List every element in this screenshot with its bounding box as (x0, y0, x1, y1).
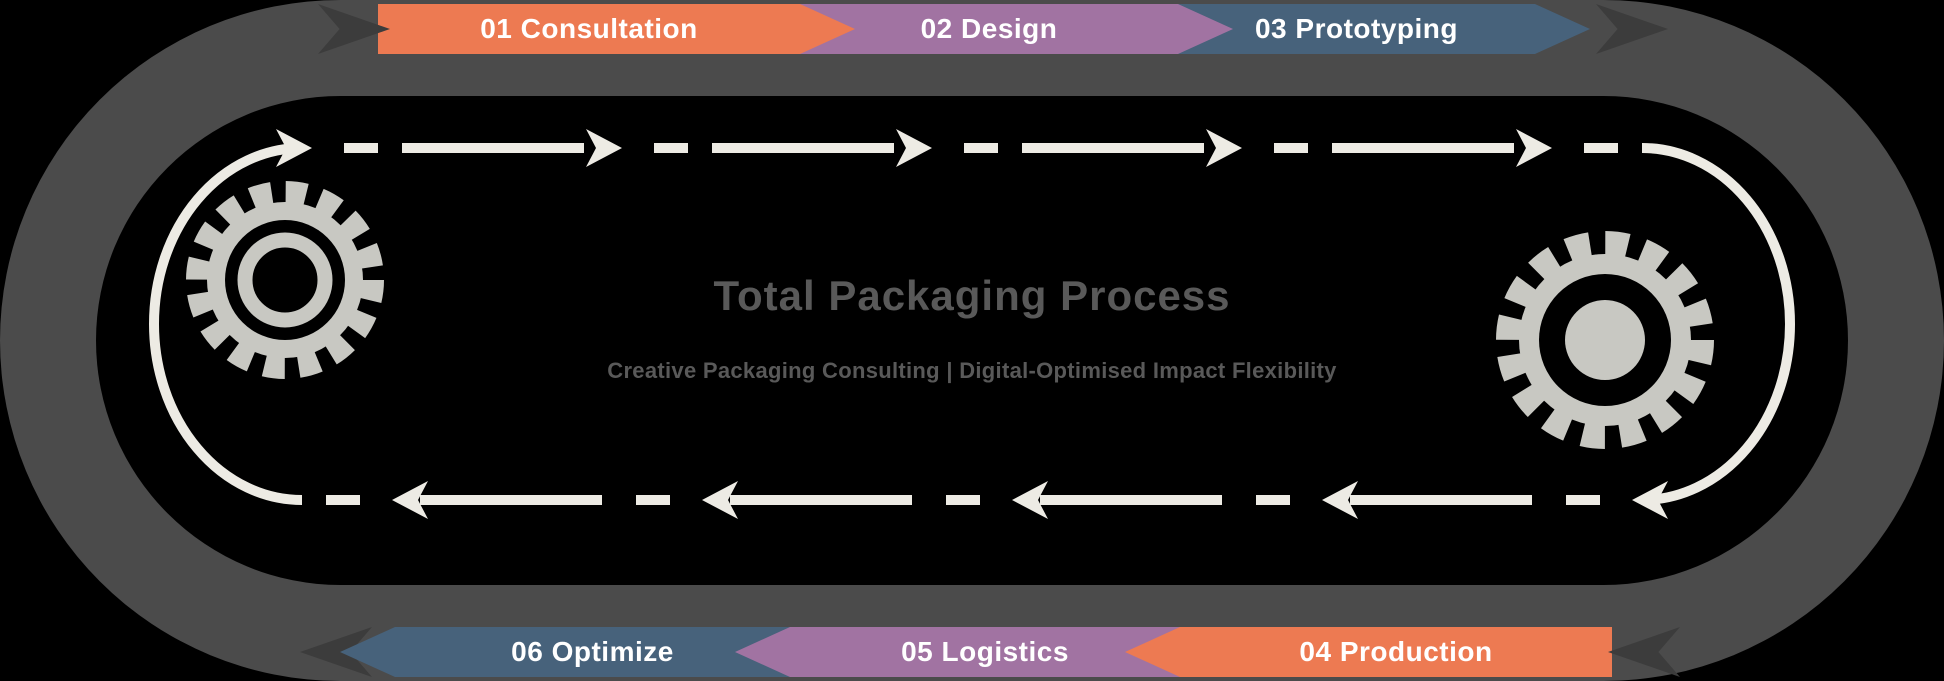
arrow-shaft (1350, 495, 1532, 505)
step-banner-logistics: 05 Logistics (735, 627, 1180, 677)
belt-dash (344, 143, 378, 153)
arrow-left-icon (1012, 481, 1048, 519)
belt-arrows-bottom (326, 481, 1668, 519)
arrow-shaft (1022, 143, 1204, 153)
step-banner-consultation: 01 Consultation (378, 4, 855, 54)
arrow-shaft (712, 143, 894, 153)
arrow-left-icon (1632, 481, 1668, 519)
arrow-shaft (402, 143, 584, 153)
step-label: 02 Design (920, 13, 1058, 44)
arrow-right-icon (586, 129, 622, 167)
arrow-left-icon (702, 481, 738, 519)
arrow-shaft (1332, 143, 1514, 153)
arrow-left-icon (1322, 481, 1358, 519)
belt-dash (964, 143, 998, 153)
gear-hub (1565, 300, 1645, 380)
arrow-right-icon (896, 129, 932, 167)
arrow-right-icon (1206, 129, 1242, 167)
belt-dash (636, 495, 670, 505)
arrow-shaft (420, 495, 602, 505)
gear-teeth (1496, 231, 1714, 449)
step-label: 01 Consultation (480, 13, 698, 44)
arrow-shaft (730, 495, 912, 505)
gear-teeth (186, 181, 384, 379)
belt-dash (654, 143, 688, 153)
belt-dash (1256, 495, 1290, 505)
step-banner-optimize: 06 Optimize (340, 627, 790, 677)
step-banner-design: 02 Design (800, 4, 1233, 54)
belt-dash (1566, 495, 1600, 505)
belt-dash (326, 495, 360, 505)
arrow-left-icon (392, 481, 428, 519)
gear-hub (237, 232, 333, 328)
arrow-right-icon (276, 129, 312, 167)
gear-icon (1496, 231, 1714, 449)
arrow-right-icon (1516, 129, 1552, 167)
belt-oval-arcs (149, 143, 1795, 505)
step-banner-prototyping: 03 Prototyping (1178, 4, 1590, 54)
belt-arc-left (149, 143, 303, 505)
gear-icon (186, 181, 384, 379)
step-label: 04 Production (1299, 636, 1493, 667)
belt-dash (1584, 143, 1618, 153)
arrow-shaft (1040, 495, 1222, 505)
belt-dash (1274, 143, 1308, 153)
step-label: 03 Prototyping (1254, 13, 1458, 44)
step-label: 06 Optimize (511, 636, 674, 667)
belt-dash (946, 495, 980, 505)
step-label: 05 Logistics (901, 636, 1069, 667)
belt-arrows-top (276, 129, 1618, 167)
step-banner-production: 04 Production (1125, 627, 1612, 677)
belt-arc-right (1641, 143, 1795, 505)
